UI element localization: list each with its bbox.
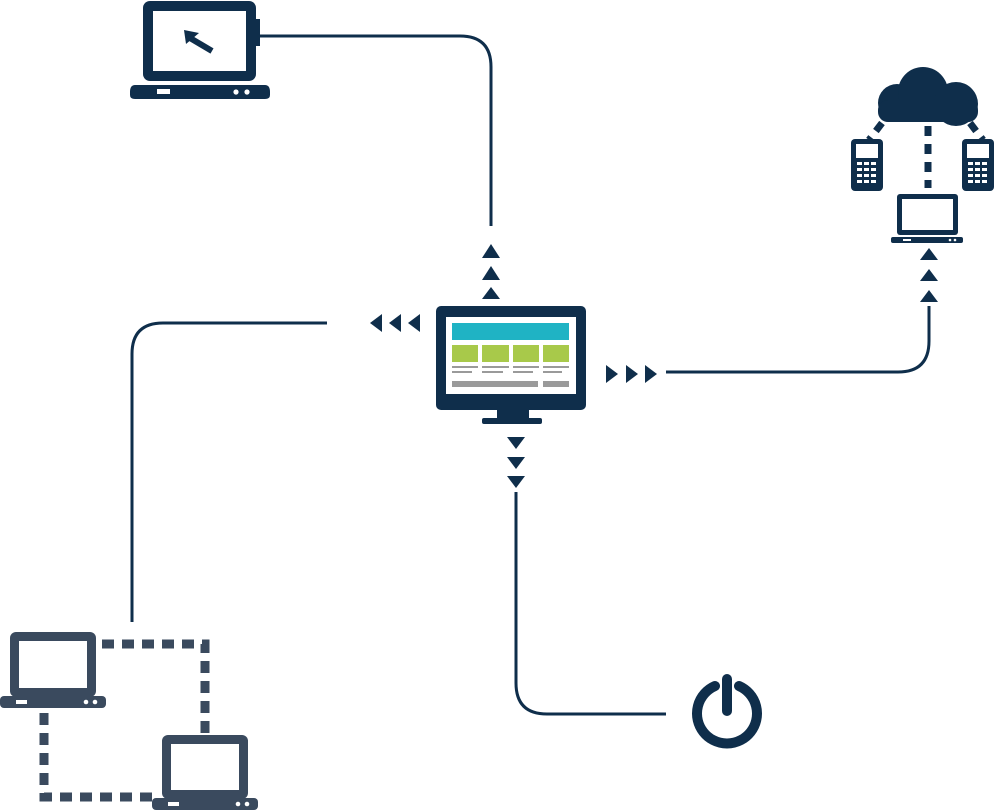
up-arrows-icon (920, 248, 938, 302)
cursor-arrow-icon (184, 30, 214, 54)
down-arrows-icon (507, 437, 525, 488)
dashed-links (866, 120, 986, 188)
connector-monitor-power (514, 492, 666, 716)
laptop-icon (152, 735, 258, 810)
connector-monitor-network-laptops (130, 321, 327, 622)
up-arrows-icon (482, 244, 500, 299)
mobile-phone-icon (851, 139, 883, 191)
connector-monitor-top-laptop (259, 34, 493, 226)
right-arrows-icon (606, 365, 657, 383)
power-icon (692, 674, 762, 749)
dashed-network-links (39, 639, 210, 802)
laptop-cursor-icon (130, 1, 270, 99)
mobile-phone-icon (962, 139, 994, 191)
laptop-icon (0, 632, 106, 708)
cloud-icon (878, 67, 978, 126)
dashboard-monitor-icon (436, 306, 586, 424)
left-arrows-icon (370, 314, 420, 332)
connector-monitor-cloud-laptop (666, 306, 931, 374)
laptop-icon (891, 194, 963, 243)
